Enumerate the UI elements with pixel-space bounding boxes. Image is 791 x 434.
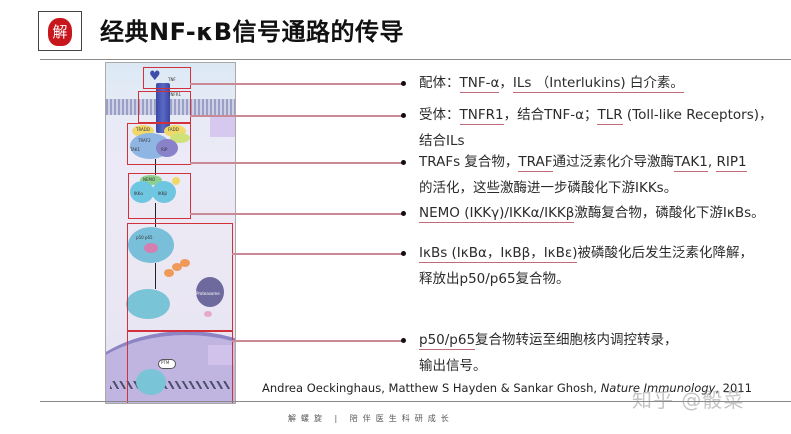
- connector-traf: [190, 162, 403, 164]
- ub-chain: [180, 259, 190, 267]
- purple-region: [210, 115, 235, 137]
- text-segment: ，结合TNF-α；: [503, 107, 598, 123]
- box-ikb: [127, 223, 233, 331]
- label-tak1: TAK1: [130, 147, 141, 152]
- term-ils: ILs （Interlukins) 白介素。: [512, 75, 684, 93]
- bullet-dot: [401, 338, 406, 343]
- term-tnf-alpha: TNF-α: [459, 75, 500, 93]
- text-segment: TRAFs 复合物，: [419, 154, 519, 170]
- citation: Andrea Oeckinghaus, Matthew S Hayden & S…: [262, 381, 752, 395]
- dna-strand: [110, 381, 230, 389]
- tnf-ligand-icon: ♥: [149, 69, 161, 84]
- text-segment: 配体：: [419, 75, 460, 91]
- arrow-down: [155, 159, 156, 175]
- term-tnfr1: TNFR1: [459, 107, 504, 125]
- connector-nucleus: [232, 340, 403, 342]
- bullet-ikb: IκBs (IκBα，IκBβ，IκBε)被磷酸化后发生泛素化降解，: [419, 242, 753, 264]
- term-nemo-ikk: NEMO (IKKγ)/IKKα/IKKβ: [419, 205, 575, 223]
- arrow-down: [155, 263, 156, 289]
- label-rip: RIP: [161, 147, 168, 152]
- purple-region: [208, 345, 234, 365]
- page-title: 经典NF-κB信号通路的传导: [100, 18, 405, 46]
- text-segment: 复合物转运至细胞核内调控转录，: [475, 332, 678, 348]
- box-tnf: [143, 67, 191, 89]
- footer-divider: [40, 401, 791, 402]
- seal-icon: 解: [48, 18, 72, 46]
- arrow-down: [155, 203, 156, 227]
- ikka-blob: [130, 181, 154, 203]
- bullet-traf: TRAFs 复合物，TRAF通过泛素化介导激酶TAK1, RIP1: [419, 151, 747, 173]
- phospho-blob: [172, 177, 180, 185]
- bullet-nucleus: p50/p65复合物转运至细胞核内调控转录，: [419, 329, 678, 351]
- logo: 解: [38, 11, 82, 51]
- footer-tagline: 解螺旋 | 陪伴医生科研成长: [288, 414, 454, 423]
- label-ikkb: IKKβ: [158, 191, 167, 196]
- text-segment: ，: [499, 75, 513, 91]
- ub-chain: [172, 263, 182, 271]
- label-traf2: TRAF2: [138, 138, 151, 143]
- box-nucleus: [127, 331, 233, 403]
- citation-authors: Andrea Oeckinghaus, Matthew S Hayden & S…: [262, 381, 601, 395]
- box-tnfr1: [138, 91, 191, 123]
- ikb-fragment: [204, 311, 212, 317]
- ikb-blob: [144, 243, 158, 253]
- text-segment: 通过泛素化介导激酶: [552, 154, 675, 170]
- term-tlr: TLR: [597, 107, 623, 125]
- bullet-dot: [401, 81, 406, 86]
- connector-ikb: [232, 253, 403, 255]
- ub-chain: [164, 269, 174, 277]
- text-segment: 被磷酸化后发生泛素化降解，: [577, 245, 753, 261]
- text-segment: 受体：: [419, 107, 460, 123]
- label-ikka: IKKα: [134, 191, 144, 196]
- bullet-nucleus-cont: 输出信号。: [419, 358, 487, 374]
- p50p65-nuclear: [136, 369, 166, 395]
- tradd2-blob: [170, 133, 190, 143]
- text-segment: ,: [707, 154, 717, 170]
- watermark: 知乎 @骰菜: [632, 388, 745, 412]
- term-tak1: TAK1: [674, 154, 708, 172]
- citation-year: , 2011: [715, 381, 752, 395]
- term-traf: TRAF: [518, 154, 553, 172]
- header-divider: [40, 59, 791, 60]
- bullet-ikb-cont: 释放出p50/p65复合物。: [419, 271, 570, 287]
- connector-nemo: [190, 213, 403, 215]
- label-ptm: PTM: [161, 360, 170, 365]
- term-rip1: RIP1: [716, 154, 747, 172]
- label-p50p65: p50 p65: [136, 235, 153, 240]
- bullet-nemo: NEMO (IKKγ)/IKKα/IKKβ激酶复合物，磷酸化下游IκBs。: [419, 202, 765, 224]
- ikkb-blob: [152, 181, 176, 203]
- bullet-ligand: 配体：TNF-α，ILs （Interlukins) 白介素。: [419, 72, 684, 94]
- label-fadd: FADD: [168, 127, 179, 132]
- box-traf: [127, 123, 191, 165]
- label-tnf: TNF: [168, 77, 176, 82]
- proteasome: [196, 277, 224, 307]
- label-nemo: NEMO: [143, 177, 156, 182]
- bullet-receptor-cont: 结合ILs: [419, 133, 465, 149]
- bullet-dot: [401, 211, 406, 216]
- bullet-traf-cont: 的活化，这些激酶进一步磷酸化下游IKKs。: [419, 180, 678, 196]
- label-proteasome: Proteasome: [196, 291, 220, 296]
- bullet-dot: [401, 160, 406, 165]
- rip-blob: [156, 139, 178, 157]
- label-tnfr1: TNFR1: [168, 92, 182, 97]
- citation-journal: Nature Immunology: [600, 381, 716, 395]
- nfkb-pathway-diagram: ♥ TNF TNFR1 TRADD FADD TRAF2 TAK1 RIP NE…: [105, 62, 236, 404]
- box-nemo: [128, 173, 191, 219]
- connector-receptor: [190, 115, 403, 117]
- tnfr1-receptor: [156, 83, 170, 133]
- label-tradd: TRADD: [136, 127, 150, 132]
- logo-char: 解: [52, 23, 68, 41]
- text-segment: 激酶复合物，磷酸化下游IκBs。: [574, 205, 765, 221]
- term-p50-p65: p50/p65: [419, 332, 476, 350]
- text-segment: (Toll-like Receptors)，: [622, 107, 773, 123]
- connector-ligand: [190, 83, 403, 85]
- bullet-dot: [401, 113, 406, 118]
- ptm-badge: [158, 359, 176, 369]
- term-ikbs: IκBs (IκBα，IκBβ，IκBε): [419, 245, 578, 263]
- nemo-blob: [140, 175, 162, 185]
- p50p65-ikb-ub: [126, 289, 170, 319]
- bullet-receptor: 受体：TNFR1，结合TNF-α；TLR (Toll-like Receptor…: [419, 104, 773, 126]
- bullet-dot: [401, 251, 406, 256]
